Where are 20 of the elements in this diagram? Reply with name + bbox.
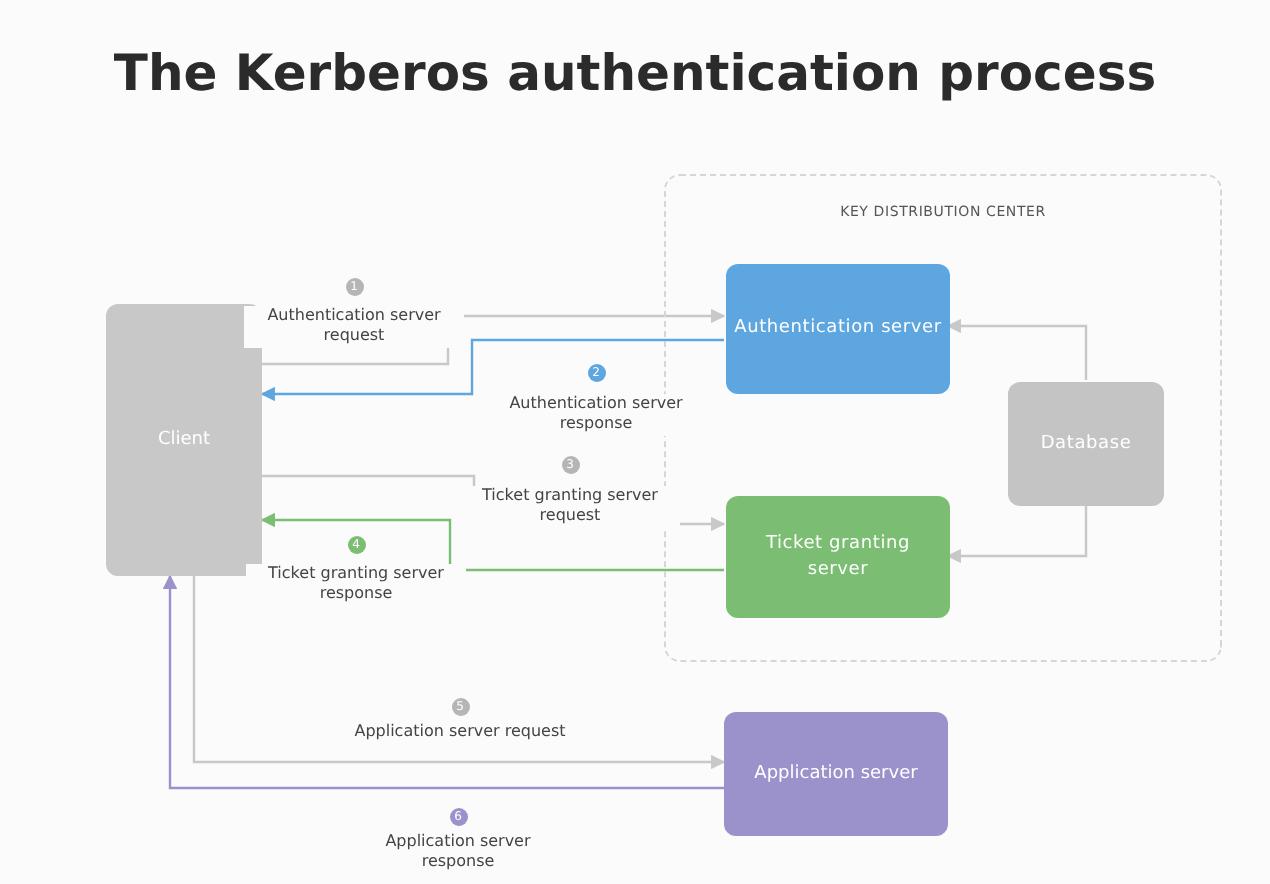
arrow: [946, 318, 1088, 380]
client-box: [106, 304, 262, 576]
server-box: [726, 496, 950, 618]
edge-label: Ticket granting server response: [246, 564, 466, 606]
node-label: Ticket granting server: [763, 532, 913, 582]
edge-label: Authentication server request: [244, 306, 464, 348]
arrow: [192, 576, 726, 770]
database-box: [1008, 382, 1164, 506]
arrow: [260, 512, 724, 572]
server-box: [724, 712, 948, 836]
edge-label: Application server request: [350, 722, 570, 743]
server-box: [726, 264, 950, 394]
node-label: Application server: [754, 761, 918, 787]
arrow: [262, 308, 726, 366]
arrow: [162, 574, 724, 790]
arrow: [946, 504, 1088, 564]
title: The Kerberos authentication process: [111, 44, 1159, 102]
node-label: Authentication server: [734, 316, 942, 342]
node-label: Database: [1040, 431, 1132, 457]
arrow: [260, 338, 724, 402]
